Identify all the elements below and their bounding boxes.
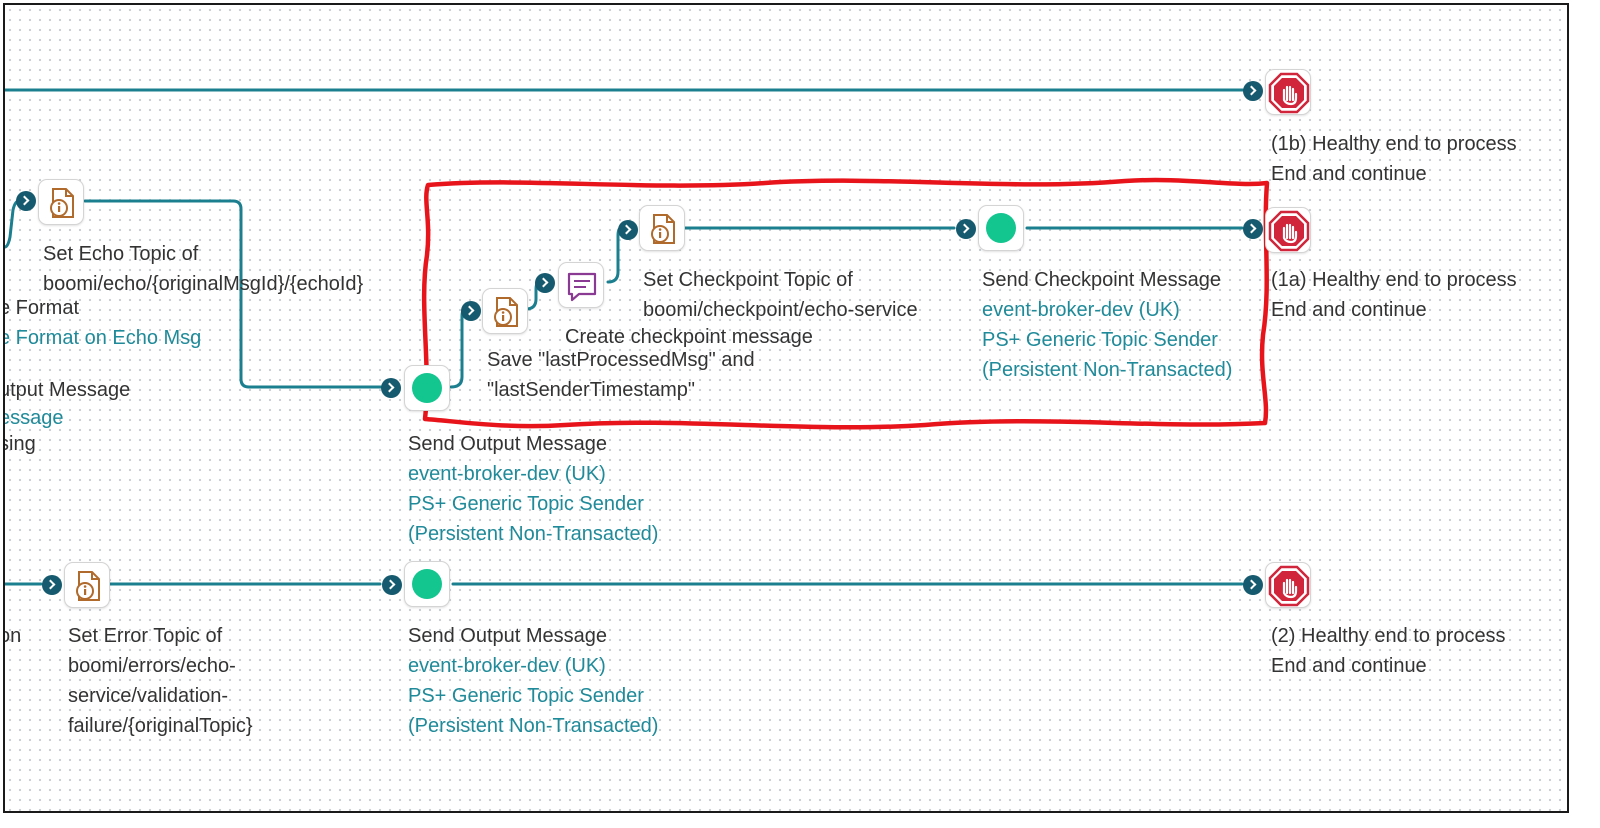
set-echo-label: Set Echo Topic of boomi/echo/{originalMs… [43,239,363,299]
send-output-1-label: Send Output Message event-broker-dev (UK… [408,429,658,549]
end-2-subtitle: End and continue [1271,655,1427,677]
wire-into-set-echo [5,199,21,249]
send-output-1-connection[interactable]: event-broker-dev (UK) [408,463,606,485]
stop-hand-icon [1268,565,1310,607]
save-props-line2: "lastSenderTimestamp" [487,379,695,401]
set-checkpoint-label: Set Checkpoint Topic of boomi/checkpoint… [643,265,918,325]
end-2-shape[interactable] [1265,562,1311,608]
document-properties-icon [651,214,675,244]
set-error-line4: failure/{originalTopic} [68,715,253,737]
highlight-box [421,177,1270,430]
message-icon [412,569,442,599]
stop-hand-icon [1268,210,1310,252]
send-checkpoint-connection[interactable]: event-broker-dev (UK) [982,299,1180,321]
left-cut-line5: sing [5,433,36,455]
end-1a-label: (1a) Healthy end to process End and cont… [1271,265,1517,325]
create-checkpoint-label: Create checkpoint message [565,322,813,352]
left-cut-line2: e Format on Echo Msg [3,327,202,349]
wire-send-to-save [449,307,467,389]
set-error-input-port[interactable] [42,575,62,595]
connector-wires [5,88,1270,586]
end-1a-shape[interactable] [1265,207,1311,253]
stop-hand-icon [1268,72,1310,114]
send-output-1-title: Send Output Message [408,433,608,455]
message-icon [986,213,1016,243]
set-echo-line1: Set Echo Topic of [43,243,199,265]
send-checkpoint-title: Send Checkpoint Message [982,269,1222,291]
send-output-1-input-port[interactable] [381,378,401,398]
set-checkpoint-line1: Set Checkpoint Topic of [643,269,853,291]
create-checkpoint-input-port[interactable] [535,273,555,293]
set-checkpoint-input-port[interactable] [618,220,638,240]
save-props-label: Save "lastProcessedMsg" and "lastSenderT… [487,345,755,405]
send-checkpoint-mode[interactable]: (Persistent Non-Transacted) [982,359,1233,381]
send-output-2-input-port[interactable] [382,575,402,595]
top-end-title: (1b) Healthy end to process [1271,133,1517,155]
top-end-subtitle: End and continue [1271,163,1427,185]
send-output-2-operation[interactable]: PS+ Generic Topic Sender [408,685,644,707]
set-checkpoint-shape[interactable] [639,205,685,251]
set-echo-line2: boomi/echo/{originalMsgId}/{echoId} [43,273,364,295]
end-2-input-port[interactable] [1243,575,1263,595]
left-cut-label-b: utput Message essage sing [3,375,131,457]
wire-set-echo-to-send [83,199,385,389]
end-2-title: (2) Healthy end to process [1271,625,1506,647]
send-checkpoint-input-port[interactable] [956,219,976,239]
send-output-2-connection[interactable]: event-broker-dev (UK) [408,655,606,677]
end-2-label: (2) Healthy end to process End and conti… [1271,621,1506,681]
set-error-shape[interactable] [64,562,110,608]
set-echo-shape[interactable] [38,179,84,225]
wire-create-to-setcp [606,226,623,284]
left-cut-label-a: e Format e Format on Echo Msg [3,293,202,353]
process-canvas[interactable]: (1b) Healthy end to process End and cont… [3,3,1569,813]
set-error-line3: service/validation- [68,685,229,707]
top-end-input-port[interactable] [1243,81,1263,101]
send-checkpoint-shape[interactable] [978,205,1024,251]
document-properties-icon [76,571,100,601]
document-properties-icon [50,188,74,218]
left-cut-line3: utput Message [3,379,131,401]
create-checkpoint-text: Create checkpoint message [565,326,813,348]
notify-message-icon [567,272,597,302]
top-end-shape[interactable] [1265,69,1311,115]
set-echo-input-port[interactable] [16,191,36,211]
left-cut-line4: essage [3,407,64,429]
end-1a-subtitle: End and continue [1271,299,1427,321]
send-output-1-operation[interactable]: PS+ Generic Topic Sender [408,493,644,515]
message-icon [412,373,442,403]
send-checkpoint-label: Send Checkpoint Message event-broker-dev… [982,265,1232,385]
send-output-2-shape[interactable] [404,561,450,607]
set-checkpoint-line2: boomi/checkpoint/echo-service [643,299,918,321]
send-output-1-mode[interactable]: (Persistent Non-Transacted) [408,523,659,545]
send-output-2-title: Send Output Message [408,625,608,647]
document-properties-icon [494,297,518,327]
top-end-label: (1b) Healthy end to process End and cont… [1271,129,1517,189]
save-props-line1: Save "lastProcessedMsg" and [487,349,755,371]
save-props-input-port[interactable] [461,301,481,321]
end-1a-title: (1a) Healthy end to process [1271,269,1517,291]
send-output-2-mode[interactable]: (Persistent Non-Transacted) [408,715,659,737]
set-error-line2: boomi/errors/echo- [68,655,236,677]
create-checkpoint-shape[interactable] [558,262,604,308]
send-checkpoint-operation[interactable]: PS+ Generic Topic Sender [982,329,1218,351]
set-error-label: Set Error Topic of boomi/errors/echo- se… [68,621,253,741]
save-props-shape[interactable] [482,288,528,334]
left-cut-label-c: on [5,621,22,651]
left-cut-line6: on [5,625,22,647]
send-output-1-shape[interactable] [404,365,450,411]
set-error-line1: Set Error Topic of [68,625,223,647]
end-1a-input-port[interactable] [1243,219,1263,239]
send-output-2-label: Send Output Message event-broker-dev (UK… [408,621,658,741]
left-cut-line1: e Format [3,297,80,319]
